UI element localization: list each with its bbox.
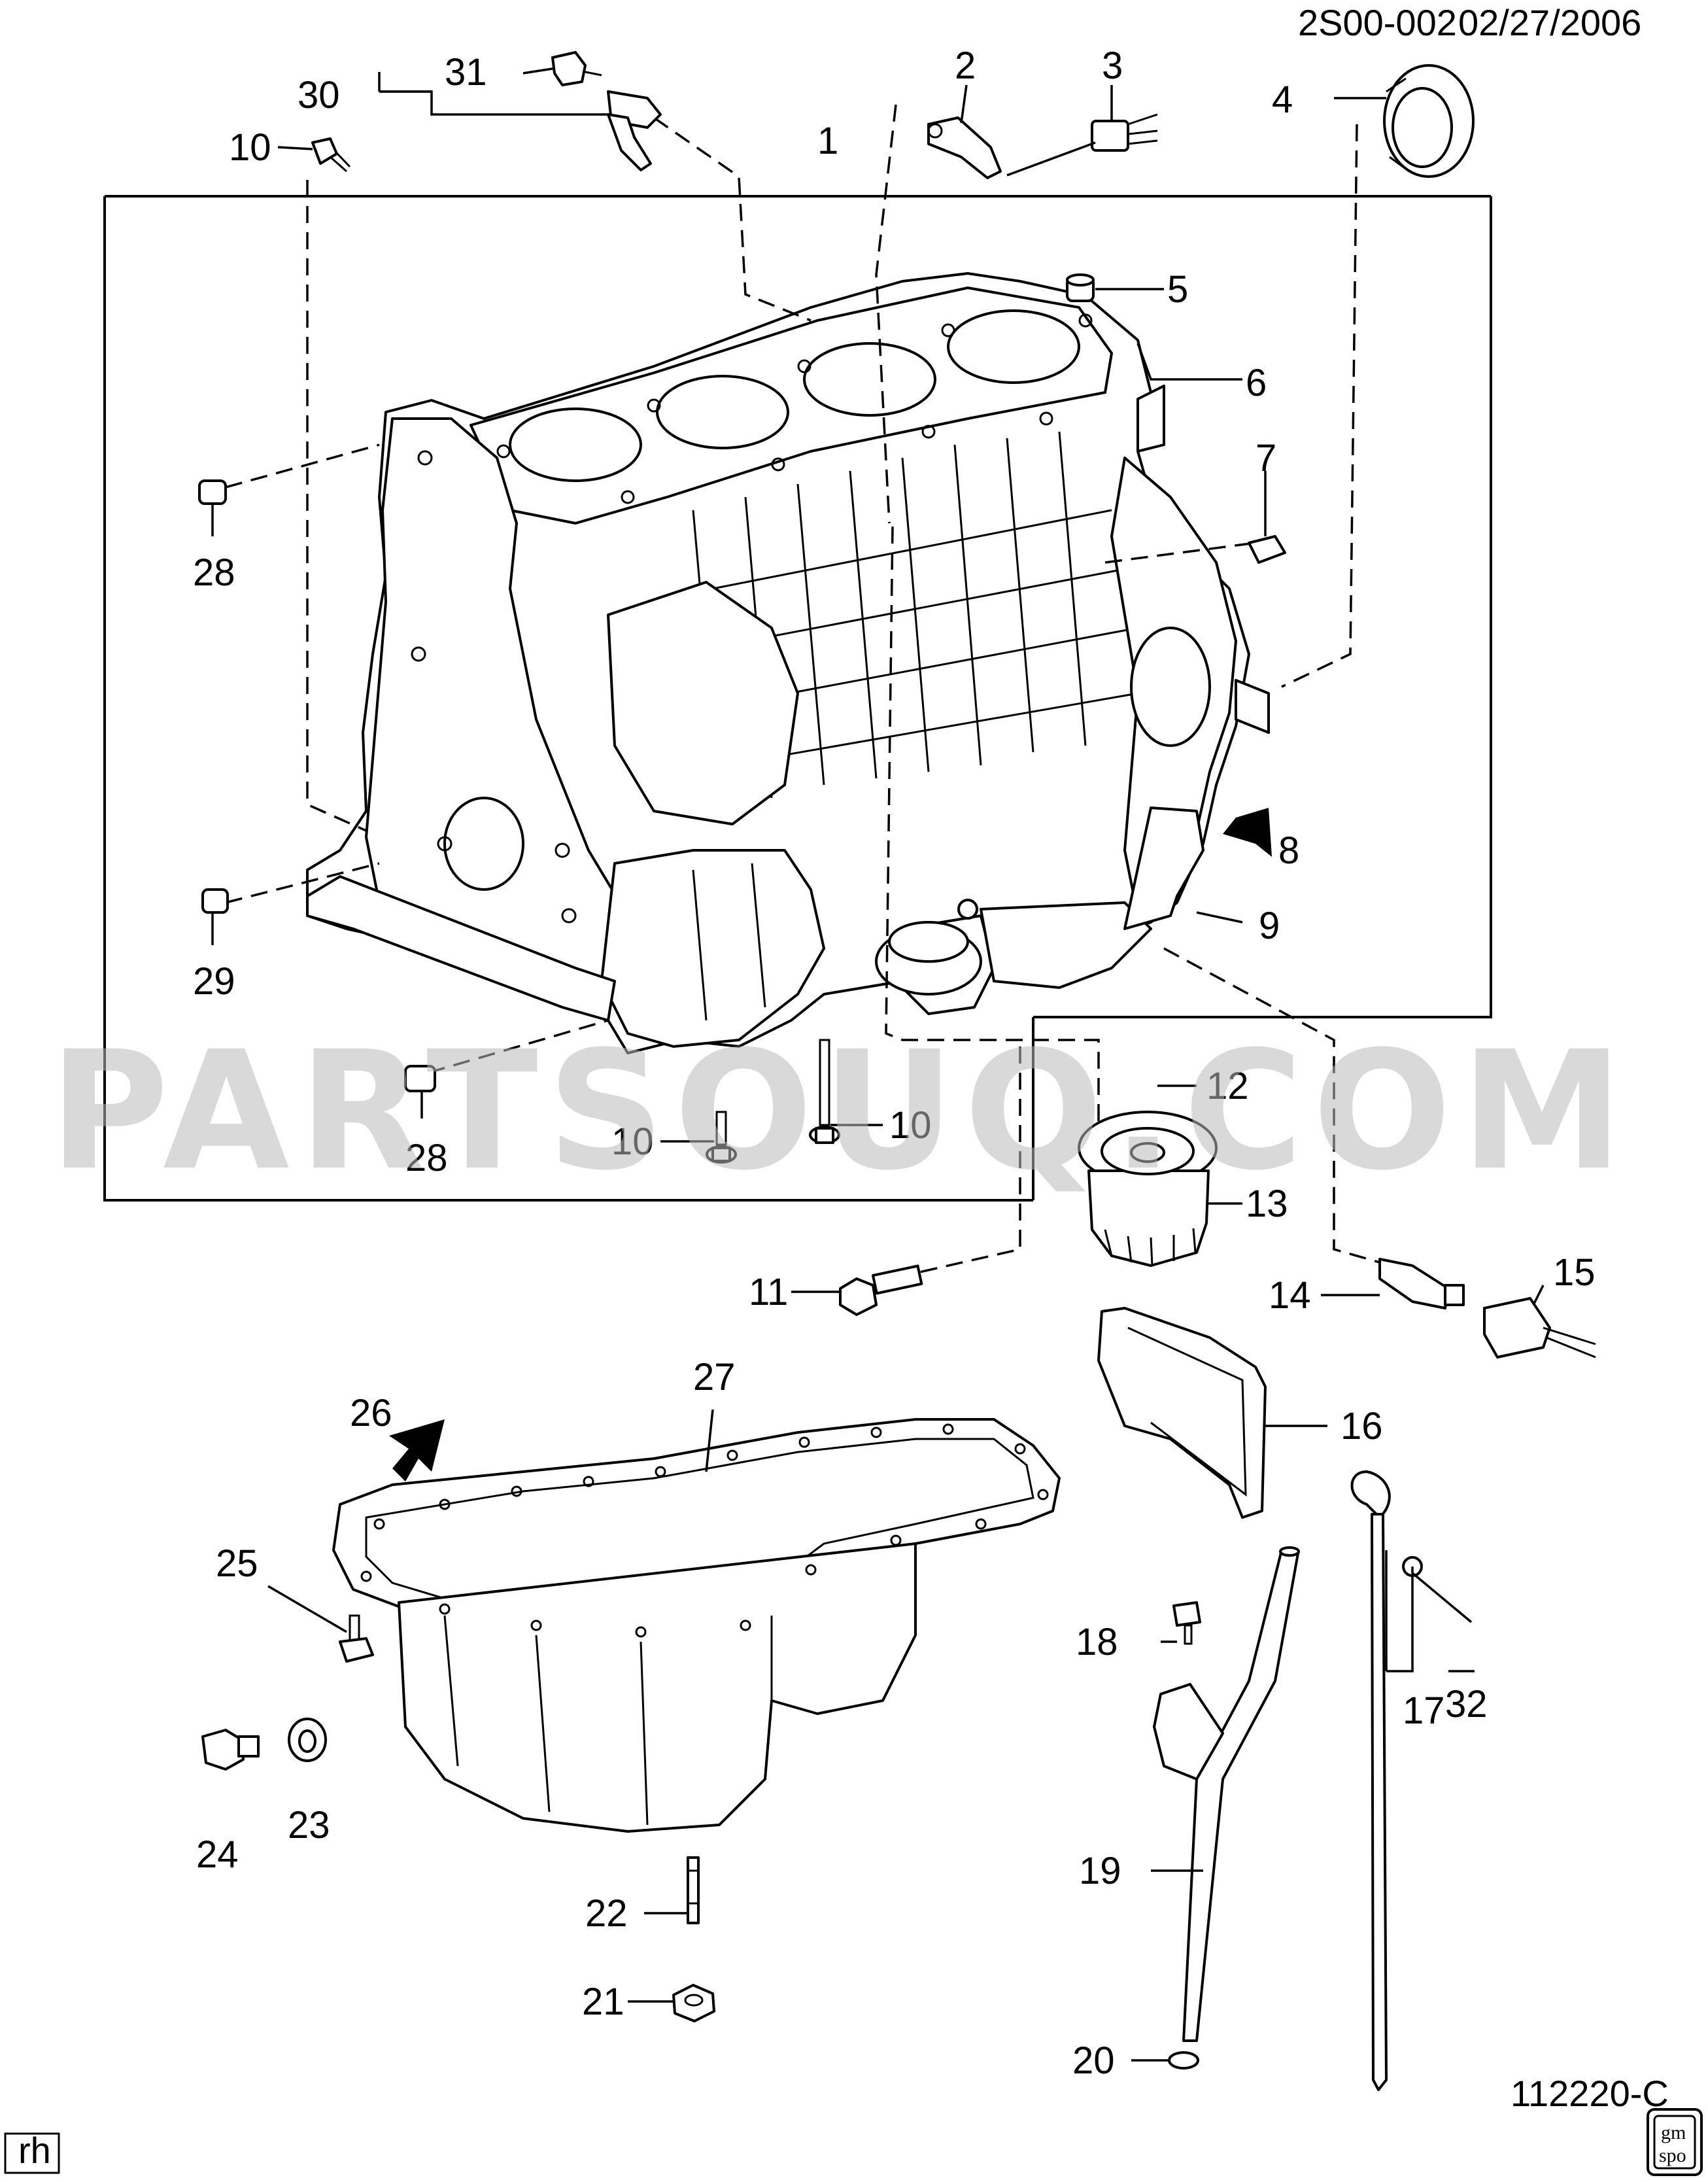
guide-bolt[interactable]	[1172, 1601, 1201, 1645]
callout-2: 2	[955, 44, 976, 87]
dowel-pin-right[interactable]	[1248, 535, 1286, 564]
callout-28-top: 28	[193, 551, 235, 594]
cylinder-block[interactable]	[306, 272, 1270, 1054]
baffle-plate[interactable]	[1123, 806, 1204, 930]
dowel-pin-left-lower[interactable]	[201, 888, 229, 914]
callout-10-top: 10	[229, 126, 271, 169]
callout-5: 5	[1167, 268, 1188, 311]
oil-filter[interactable]	[1078, 1111, 1218, 1267]
callout-30: 30	[298, 74, 340, 116]
callout-18: 18	[1076, 1621, 1118, 1663]
callout-19: 19	[1079, 1850, 1121, 1892]
callout-27: 27	[693, 1356, 736, 1398]
dashed-leaders	[225, 104, 1380, 1283]
callout-3: 3	[1102, 44, 1123, 87]
block-plug-top[interactable]	[1066, 273, 1095, 302]
view-arrow-8	[1223, 808, 1272, 857]
oil-pan[interactable]	[332, 1418, 1061, 1833]
callout-15: 15	[1553, 1251, 1596, 1294]
callout-24: 24	[196, 1833, 239, 1876]
callout-20: 20	[1072, 2039, 1115, 2082]
guide-o-ring[interactable]	[1168, 2051, 1199, 2069]
svg-text:rh: rh	[18, 2130, 51, 2171]
pan-bolt[interactable]	[339, 1614, 374, 1663]
view-arrow-26	[389, 1419, 445, 1481]
dowel-pin-left-top[interactable]	[198, 479, 227, 505]
callout-leaders	[211, 67, 1545, 2062]
dipstick-guide-tube[interactable]	[1153, 1546, 1300, 2042]
callout-16: 16	[1341, 1405, 1383, 1447]
diagram-date: 02/27/2006	[1458, 2, 1641, 43]
drain-plug-gasket[interactable]	[288, 1718, 327, 1762]
callout-6: 6	[1246, 362, 1267, 404]
bolt-bottom-long[interactable]	[809, 1039, 840, 1144]
callout-21: 21	[582, 1981, 624, 2023]
callout-32: 32	[1445, 1683, 1488, 1725]
rear-oil-seal[interactable]	[1383, 64, 1475, 178]
diagram-doc-code: 2S00-002	[1298, 2, 1457, 43]
knock-sensor[interactable]	[607, 90, 662, 171]
oil-pressure-fitting[interactable]	[551, 51, 602, 86]
callout-4: 4	[1272, 78, 1293, 121]
bolt-top-left[interactable]	[311, 137, 351, 173]
block-bolt-11[interactable]	[839, 1264, 923, 1316]
callout-8: 8	[1278, 829, 1299, 872]
switch-connector[interactable]	[1091, 113, 1158, 152]
sensor-connector[interactable]	[1483, 1297, 1596, 1359]
callout-31: 31	[445, 51, 487, 94]
callout-25: 25	[216, 1542, 258, 1585]
oil-pressure-switch[interactable]	[927, 116, 1002, 179]
oil-dipstick[interactable]	[1350, 1470, 1423, 2091]
callout-17: 17	[1403, 1689, 1445, 1732]
callout-26: 26	[350, 1392, 392, 1434]
callout-11: 11	[749, 1271, 788, 1313]
bolt-bottom-short[interactable]	[706, 1111, 737, 1164]
callout-12: 12	[1206, 1065, 1249, 1107]
stud[interactable]	[687, 1856, 700, 1924]
logo-line-1: gm	[1661, 2122, 1686, 2143]
nut[interactable]	[672, 1984, 715, 2022]
callout-10-right: 10	[889, 1104, 932, 1147]
gm-spo-logo: gm spo	[1647, 2108, 1703, 2176]
callout-10-left: 10	[611, 1120, 654, 1163]
callout-23: 23	[288, 1804, 330, 1846]
illustration-code: 112220-C	[1511, 2073, 1669, 2114]
callout-22: 22	[585, 1892, 628, 1935]
dowel-pin-bottom[interactable]	[404, 1065, 436, 1092]
callout-9: 9	[1259, 905, 1280, 947]
oil-baffle[interactable]	[1097, 1307, 1267, 1519]
watermark: PARTSOUQ.COM	[49, 1016, 1632, 1206]
callout-1: 1	[817, 120, 838, 162]
callout-13: 13	[1246, 1183, 1288, 1225]
temperature-sensor[interactable]	[1378, 1258, 1465, 1309]
drain-plug[interactable]	[201, 1729, 260, 1771]
callout-28-bottom: 28	[405, 1137, 448, 1179]
callout-7: 7	[1255, 437, 1276, 479]
assembly-box	[103, 195, 1492, 1202]
logo-line-2: spo	[1659, 2145, 1686, 2166]
callout-29: 29	[193, 960, 235, 1003]
callout-labels: 1 2 3 4 5 6 7 8 9 10 10 10 11 12 13 14 1…	[193, 44, 1596, 2082]
callout-14: 14	[1269, 1274, 1311, 1317]
corner-tag-rh: rh	[4, 2130, 60, 2174]
